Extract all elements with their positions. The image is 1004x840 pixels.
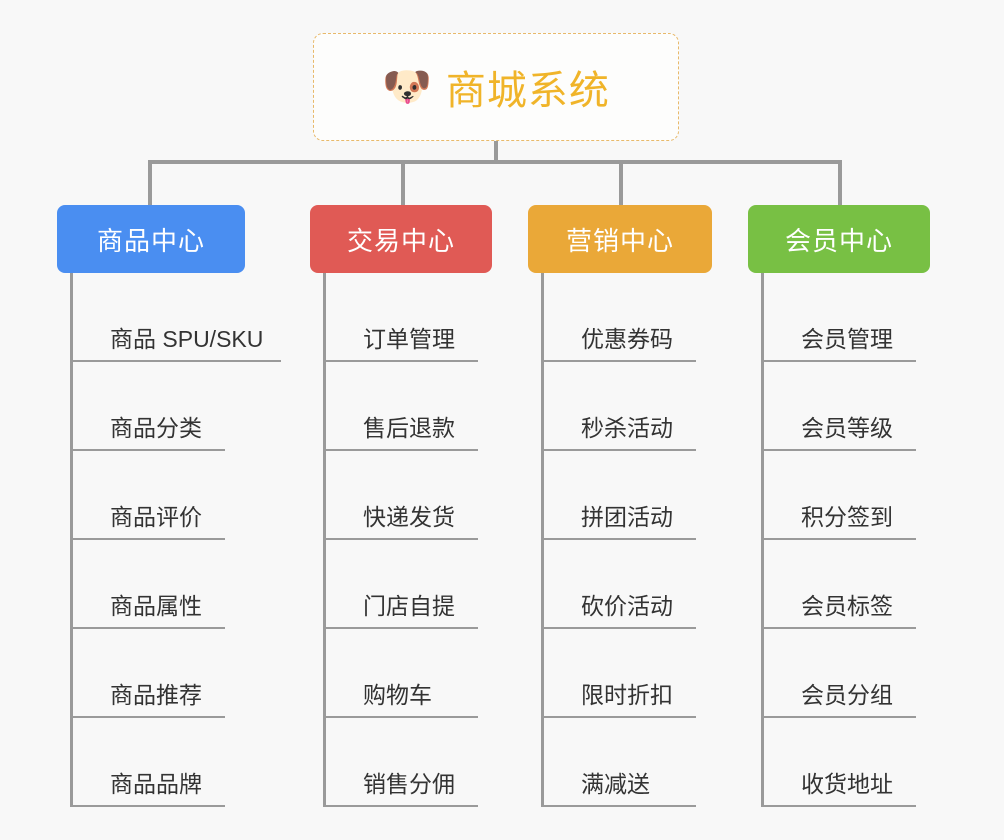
leaf-item[interactable]: 满减送 (541, 718, 696, 807)
leaf-item-label: 会员管理 (801, 326, 893, 352)
leaf-underline (70, 805, 225, 807)
leaf-underline (761, 449, 916, 451)
leaf-item[interactable]: 拼团活动 (541, 451, 696, 540)
leaf-item[interactable]: 订单管理 (323, 273, 478, 362)
leaf-item[interactable]: 商品 SPU/SKU (70, 273, 281, 362)
leaf-item-label: 订单管理 (363, 326, 455, 352)
leaf-item[interactable]: 积分签到 (761, 451, 916, 540)
leaf-item[interactable]: 砍价活动 (541, 540, 696, 629)
leaf-underline (323, 538, 478, 540)
leaf-underline (541, 538, 696, 540)
branch-trunk (541, 273, 544, 807)
leaf-underline (761, 805, 916, 807)
category-label: 商品中心 (96, 225, 205, 256)
leaf-underline (761, 538, 916, 540)
leaf-item-label: 商品属性 (110, 593, 202, 619)
leaf-item-label: 售后退款 (363, 415, 455, 441)
root-node[interactable]: 🐶 商城系统 (313, 33, 679, 141)
connector-root-stem (494, 141, 498, 163)
leaf-item-label: 商品品牌 (110, 771, 202, 797)
leaf-item-label: 拼团活动 (581, 504, 673, 530)
leaf-item-label: 积分签到 (801, 504, 893, 530)
category-label: 会员中心 (784, 225, 893, 256)
leaf-item[interactable]: 商品推荐 (70, 629, 225, 718)
leaf-item-label: 商品推荐 (110, 682, 202, 708)
leaf-item[interactable]: 门店自提 (323, 540, 478, 629)
leaf-underline (541, 360, 696, 362)
leaf-item-label: 优惠券码 (581, 326, 673, 352)
leaf-item-label: 商品 SPU/SKU (110, 326, 264, 352)
leaf-underline (541, 449, 696, 451)
leaf-underline (323, 716, 478, 718)
leaf-item-label: 门店自提 (363, 593, 455, 619)
leaf-underline (541, 627, 696, 629)
category-node-4[interactable]: 会员中心 (748, 205, 930, 273)
category-node-1[interactable]: 商品中心 (57, 205, 245, 273)
leaf-item-label: 商品分类 (110, 415, 202, 441)
connector-horizontal-bus (150, 160, 840, 164)
leaf-item[interactable]: 收货地址 (761, 718, 916, 807)
leaf-underline (323, 360, 478, 362)
leaf-underline (323, 805, 478, 807)
leaf-item[interactable]: 售后退款 (323, 362, 478, 451)
leaf-item-label: 商品评价 (110, 504, 202, 530)
category-node-3[interactable]: 营销中心 (528, 205, 712, 273)
leaf-item-label: 购物车 (363, 682, 432, 708)
connector-drop-2 (401, 160, 405, 205)
leaf-item[interactable]: 商品评价 (70, 451, 225, 540)
leaf-underline (323, 627, 478, 629)
leaf-underline (70, 716, 225, 718)
root-title: 商城系统 (445, 69, 610, 113)
branch-trunk (323, 273, 326, 807)
category-label: 营销中心 (565, 225, 674, 256)
leaf-item-label: 会员标签 (801, 593, 893, 619)
leaf-underline (70, 538, 225, 540)
leaf-underline (541, 716, 696, 718)
leaf-item-label: 砍价活动 (581, 593, 673, 619)
branch-trunk (70, 273, 73, 807)
leaf-item[interactable]: 购物车 (323, 629, 478, 718)
leaf-item[interactable]: 会员等级 (761, 362, 916, 451)
leaf-underline (761, 627, 916, 629)
leaf-underline (761, 716, 916, 718)
leaf-item[interactable]: 秒杀活动 (541, 362, 696, 451)
leaf-underline (70, 360, 281, 362)
leaf-underline (323, 449, 478, 451)
leaf-underline (761, 360, 916, 362)
leaf-item-label: 满减送 (581, 771, 650, 797)
leaf-item[interactable]: 快递发货 (323, 451, 478, 540)
leaf-item[interactable]: 会员管理 (761, 273, 916, 362)
leaf-underline (541, 805, 696, 807)
leaf-item-label: 限时折扣 (581, 682, 673, 708)
leaf-item[interactable]: 销售分佣 (323, 718, 478, 807)
category-label: 交易中心 (346, 225, 455, 256)
category-node-2[interactable]: 交易中心 (310, 205, 492, 273)
leaf-item[interactable]: 商品品牌 (70, 718, 225, 807)
shiba-dog-face-icon: 🐶 (382, 65, 432, 109)
leaf-underline (70, 449, 225, 451)
leaf-item-label: 秒杀活动 (581, 415, 673, 441)
leaf-item[interactable]: 商品属性 (70, 540, 225, 629)
leaf-item-label: 会员等级 (801, 415, 893, 441)
leaf-item-label: 会员分组 (801, 682, 893, 708)
connector-drop-4 (838, 160, 842, 205)
leaf-item[interactable]: 限时折扣 (541, 629, 696, 718)
leaf-item-label: 快递发货 (363, 504, 455, 530)
branch-trunk (761, 273, 764, 807)
leaf-item[interactable]: 会员标签 (761, 540, 916, 629)
connector-drop-3 (619, 160, 623, 205)
leaf-underline (70, 627, 225, 629)
leaf-item[interactable]: 优惠券码 (541, 273, 696, 362)
connector-drop-1 (148, 160, 152, 205)
leaf-item[interactable]: 商品分类 (70, 362, 225, 451)
leaf-item-label: 销售分佣 (363, 771, 455, 797)
leaf-item[interactable]: 会员分组 (761, 629, 916, 718)
leaf-item-label: 收货地址 (801, 771, 893, 797)
